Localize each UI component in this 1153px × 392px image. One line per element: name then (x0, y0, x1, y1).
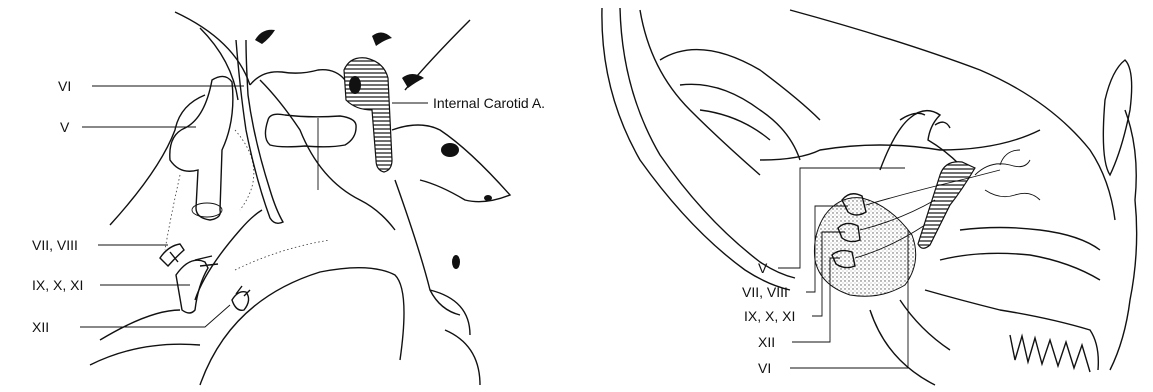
left-anterior-clinoid (255, 30, 275, 44)
right-teeth (1010, 335, 1090, 372)
left-occipital-contour (430, 290, 480, 385)
label-vii-viii-right: VII, VIII (742, 284, 788, 300)
label-vi-left: VI (58, 78, 71, 94)
left-lateral-contour (395, 20, 470, 315)
right-figure: V VII, VIII IX, X, XI XII VI (602, 8, 1137, 385)
right-tentorium (680, 84, 800, 160)
label-vi-right: VI (758, 360, 771, 376)
left-foramen-magnum (200, 268, 404, 385)
label-xii-right: XII (758, 334, 775, 350)
left-dorsum-sellae (265, 114, 356, 147)
right-nasal (1110, 110, 1137, 370)
left-abducens-nerve (236, 40, 283, 223)
left-ix-x-xi-nerve (176, 256, 218, 313)
left-xii-nerve (232, 286, 250, 310)
left-hypoglossal-dark (452, 255, 460, 269)
left-dotted-guide (165, 130, 254, 250)
right-cervical (870, 300, 950, 385)
left-small-foramen (484, 195, 492, 201)
right-anterior-fossa (760, 130, 1040, 160)
left-basal-curve (90, 310, 200, 365)
label-ix-x-xi-left: IX, X, XI (32, 277, 83, 293)
right-sella (880, 111, 960, 170)
left-posterior-clinoid (372, 32, 392, 46)
left-sphenoid-wing (392, 125, 510, 202)
left-ix-x-xi-stem (195, 210, 262, 300)
label-ix-x-xi-right: IX, X, XI (744, 308, 795, 324)
right-skull-outer (602, 8, 790, 290)
left-internal-carotid (344, 58, 392, 172)
right-vascular-tree (975, 150, 1040, 200)
left-carotid-lumen (349, 76, 361, 94)
left-sella-outline (250, 70, 345, 85)
left-foramen-dark (441, 143, 459, 157)
left-petrous-ridge (110, 95, 205, 225)
label-v-left: V (60, 119, 70, 135)
right-palate (940, 228, 1100, 281)
label-vii-viii-left: VII, VIII (32, 237, 78, 253)
label-v-right: V (758, 260, 768, 276)
left-trigeminal-nerve (170, 76, 233, 220)
left-figure: VI V VII, VIII IX, X, XI XII Internal Ca… (32, 12, 545, 385)
left-foramen-dotted (235, 240, 330, 270)
left-skull-outline (175, 12, 250, 100)
leader-xii-left (80, 305, 230, 327)
right-skull-inner (620, 8, 795, 278)
label-internal-carotid: Internal Carotid A. (433, 95, 545, 111)
right-maxilla (925, 290, 1098, 370)
label-xii-left: XII (32, 319, 49, 335)
left-vii-viii-nerve (160, 244, 184, 266)
